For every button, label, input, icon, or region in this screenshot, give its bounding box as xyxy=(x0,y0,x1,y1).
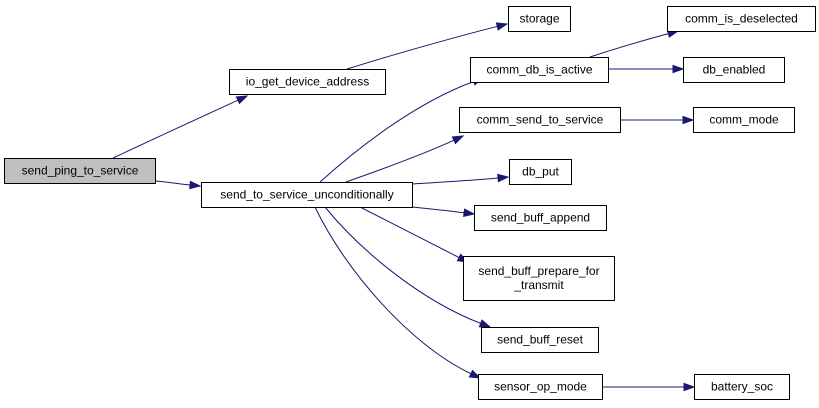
node-label: send_ping_to_service xyxy=(22,164,139,178)
node-box[interactable] xyxy=(694,374,790,400)
edge-line xyxy=(346,25,498,70)
node-label: sensor_op_mode xyxy=(494,380,587,394)
node-label: send_buff_append xyxy=(491,211,590,225)
edge-send_to_service_unconditionally-to-send_buff_reset xyxy=(324,206,492,328)
edge-arrowhead xyxy=(495,22,509,31)
node-box[interactable] xyxy=(478,374,603,400)
edge-send_ping_to_service-to-send_to_service_unconditionally xyxy=(154,180,202,190)
node-label: comm_send_to_service xyxy=(477,113,604,127)
edge-send_to_service_unconditionally-to-send_buff_prepare_for_transmit xyxy=(359,206,470,263)
node-label: battery_soc xyxy=(711,380,773,394)
edge-line xyxy=(319,81,474,183)
edge-arrowhead xyxy=(468,369,482,379)
edge-arrowhead xyxy=(189,180,202,190)
node-label: send_buff_prepare_for xyxy=(478,264,599,278)
edge-arrowhead xyxy=(478,319,492,328)
node-sensor-op-mode[interactable]: sensor_op_mode xyxy=(478,374,603,400)
edge-line xyxy=(112,99,239,159)
node-send-ping-to-service[interactable]: send_ping_to_service xyxy=(4,158,156,184)
node-box[interactable] xyxy=(667,6,816,32)
edge-arrowhead xyxy=(683,382,696,392)
node-label: db_put xyxy=(522,165,559,179)
edge-arrowhead xyxy=(672,64,685,74)
node-box[interactable] xyxy=(463,256,615,301)
edge-send_to_service_unconditionally-to-sensor_op_mode xyxy=(314,206,482,379)
edge-send_to_service_unconditionally-to-send_buff_append xyxy=(411,206,476,217)
node-label: _transmit xyxy=(513,278,564,292)
edge-line xyxy=(411,206,465,214)
edge-comm_db_is_active-to-db_enabled xyxy=(608,64,685,74)
edge-line xyxy=(411,177,499,185)
edge-comm_send_to_service-to-comm_mode xyxy=(620,115,695,125)
edge-line xyxy=(314,206,472,375)
node-box[interactable] xyxy=(201,182,413,208)
node-label: comm_db_is_active xyxy=(486,63,592,77)
edge-send_to_service_unconditionally-to-comm_send_to_service xyxy=(345,135,465,183)
edge-send_to_service_unconditionally-to-db_put xyxy=(411,173,510,185)
edge-line xyxy=(154,180,191,186)
node-send-buff-append[interactable]: send_buff_append xyxy=(474,205,607,231)
node-label: db_enabled xyxy=(703,63,766,77)
node-comm-send-to-service[interactable]: comm_send_to_service xyxy=(459,107,621,133)
node-send-to-service-unconditionally[interactable]: send_to_service_unconditionally xyxy=(201,182,413,208)
node-io-get-device-address[interactable]: io_get_device_address xyxy=(229,69,386,95)
node-send-buff-prepare-for-transmit[interactable]: send_buff_prepare_for_transmit xyxy=(463,256,615,301)
node-comm-db-is-active[interactable]: comm_db_is_active xyxy=(470,57,609,83)
node-box[interactable] xyxy=(509,159,572,185)
node-box[interactable] xyxy=(470,57,609,83)
edge-io_get_device_address-to-storage xyxy=(346,22,509,70)
node-storage[interactable]: storage xyxy=(508,6,571,32)
node-db-enabled[interactable]: db_enabled xyxy=(683,57,785,83)
edge-line xyxy=(589,33,669,58)
edge-sensor_op_mode-to-battery_soc xyxy=(601,382,696,392)
edge-line xyxy=(324,206,481,324)
edge-arrowhead xyxy=(463,208,476,217)
edge-line xyxy=(345,139,455,183)
edge-line xyxy=(359,206,460,258)
node-label: storage xyxy=(519,12,559,26)
node-box[interactable] xyxy=(459,107,621,133)
nodes-layer: send_ping_to_service io_get_device_addres… xyxy=(4,6,816,400)
node-box[interactable] xyxy=(693,107,795,133)
edge-arrowhead xyxy=(235,95,249,105)
node-box[interactable] xyxy=(4,158,156,184)
node-box[interactable] xyxy=(683,57,785,83)
node-box[interactable] xyxy=(508,6,571,32)
node-db-put[interactable]: db_put xyxy=(509,159,572,185)
edge-send_ping_to_service-to-io_get_device_address xyxy=(112,95,249,159)
node-label: send_to_service_unconditionally xyxy=(220,188,393,202)
edge-arrowhead xyxy=(497,173,510,183)
node-box[interactable] xyxy=(229,69,386,95)
node-label: comm_mode xyxy=(709,113,779,127)
node-label: comm_is_deselected xyxy=(685,12,798,26)
node-box[interactable] xyxy=(474,205,607,231)
node-comm-mode[interactable]: comm_mode xyxy=(693,107,795,133)
edge-arrowhead xyxy=(682,115,695,125)
node-label: send_buff_reset xyxy=(497,333,584,347)
node-comm-is-deselected[interactable]: comm_is_deselected xyxy=(667,6,816,32)
edge-comm_db_is_active-to-comm_is_deselected xyxy=(589,29,680,58)
edge-arrowhead xyxy=(451,135,465,145)
node-label: io_get_device_address xyxy=(246,75,369,89)
node-send-buff-reset[interactable]: send_buff_reset xyxy=(481,327,599,353)
node-battery-soc[interactable]: battery_soc xyxy=(694,374,790,400)
node-box[interactable] xyxy=(481,327,599,353)
